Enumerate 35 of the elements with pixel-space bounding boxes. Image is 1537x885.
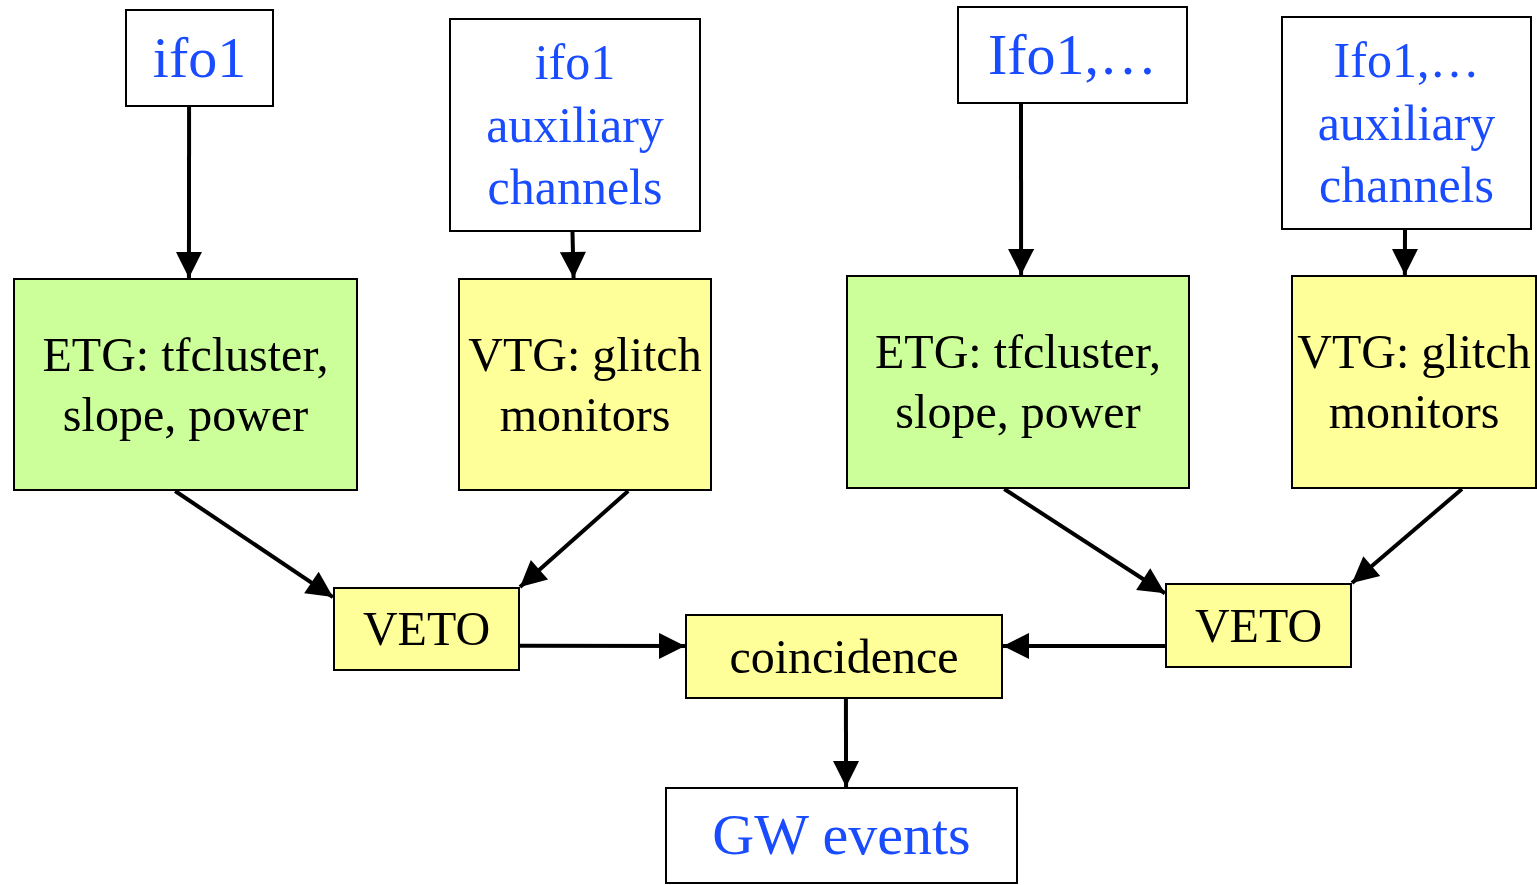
arrow xyxy=(1008,104,1035,275)
node-label: GW events xyxy=(712,801,971,870)
node-label: ETG: tfcluster, slope, power xyxy=(41,326,330,443)
arrow xyxy=(1391,230,1418,275)
node-label: coincidence xyxy=(729,628,959,685)
arrow xyxy=(520,632,685,659)
node-label: VTG: glitch monitors xyxy=(1296,324,1532,440)
process-box xyxy=(846,275,1190,489)
input-box xyxy=(449,18,701,232)
input-box xyxy=(125,9,274,107)
arrow xyxy=(1003,632,1165,659)
process-box xyxy=(458,278,712,491)
input-box xyxy=(1281,16,1532,230)
arrow xyxy=(833,699,860,787)
node-label: VTG: glitch monitors xyxy=(467,326,703,443)
output-box xyxy=(665,787,1018,884)
node-label: ifo1 auxiliary channels xyxy=(485,33,665,218)
input-box xyxy=(957,6,1188,104)
process-box xyxy=(13,278,358,491)
arrow xyxy=(1350,487,1464,585)
arrow xyxy=(174,489,335,599)
node-label: VETO xyxy=(362,601,491,657)
process-box xyxy=(1291,275,1537,489)
arrow xyxy=(175,107,202,278)
node-label: Ifo1,… xyxy=(987,20,1158,89)
node-label: ETG: tfcluster, slope, power xyxy=(874,324,1162,440)
process-box xyxy=(333,587,520,671)
node-label: ifo1 xyxy=(152,23,247,92)
arrow xyxy=(559,231,586,279)
arrow xyxy=(1003,487,1167,595)
arrow xyxy=(518,489,630,589)
process-box xyxy=(1165,583,1352,668)
node-label: Ifo1,… auxiliary channels xyxy=(1316,31,1497,216)
process-box xyxy=(685,614,1003,699)
node-label: VETO xyxy=(1194,597,1323,654)
